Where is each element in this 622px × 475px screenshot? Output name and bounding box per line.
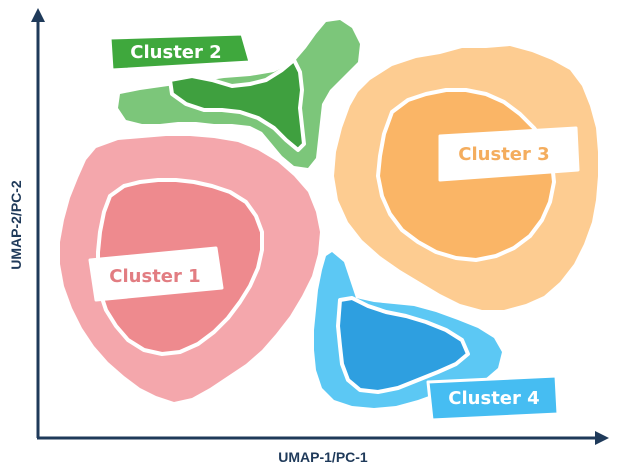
y-axis-label: UMAP-2/PC-2 bbox=[8, 180, 24, 270]
cluster-2-label-text: Cluster 2 bbox=[130, 42, 221, 63]
cluster-3-label: Cluster 3 bbox=[438, 126, 580, 182]
cluster-4-label: Cluster 4 bbox=[426, 374, 560, 422]
cluster-1-label: Cluster 1 bbox=[88, 246, 224, 302]
cluster-4-inner bbox=[336, 296, 470, 394]
cluster-3-label-text: Cluster 3 bbox=[458, 144, 549, 165]
y-axis-arrow bbox=[31, 8, 45, 22]
cluster-1-label-box bbox=[88, 246, 224, 302]
cluster-1-label-text: Cluster 1 bbox=[109, 266, 200, 287]
x-axis-label: UMAP-1/PC-1 bbox=[278, 449, 368, 465]
x-axis-arrow bbox=[595, 431, 609, 445]
cluster-2-inner bbox=[168, 58, 306, 152]
cluster-2-label-box bbox=[108, 32, 252, 72]
cluster-2-blob bbox=[118, 20, 360, 168]
axes: UMAP-1/PC-1 UMAP-2/PC-2 bbox=[8, 8, 609, 465]
cluster-3-label-box bbox=[438, 126, 580, 182]
cluster-4-label-text: Cluster 4 bbox=[448, 388, 539, 409]
cluster-4-label-box bbox=[426, 374, 560, 422]
cluster-2-label: Cluster 2 bbox=[108, 32, 252, 72]
cluster-4-blob bbox=[314, 252, 502, 408]
